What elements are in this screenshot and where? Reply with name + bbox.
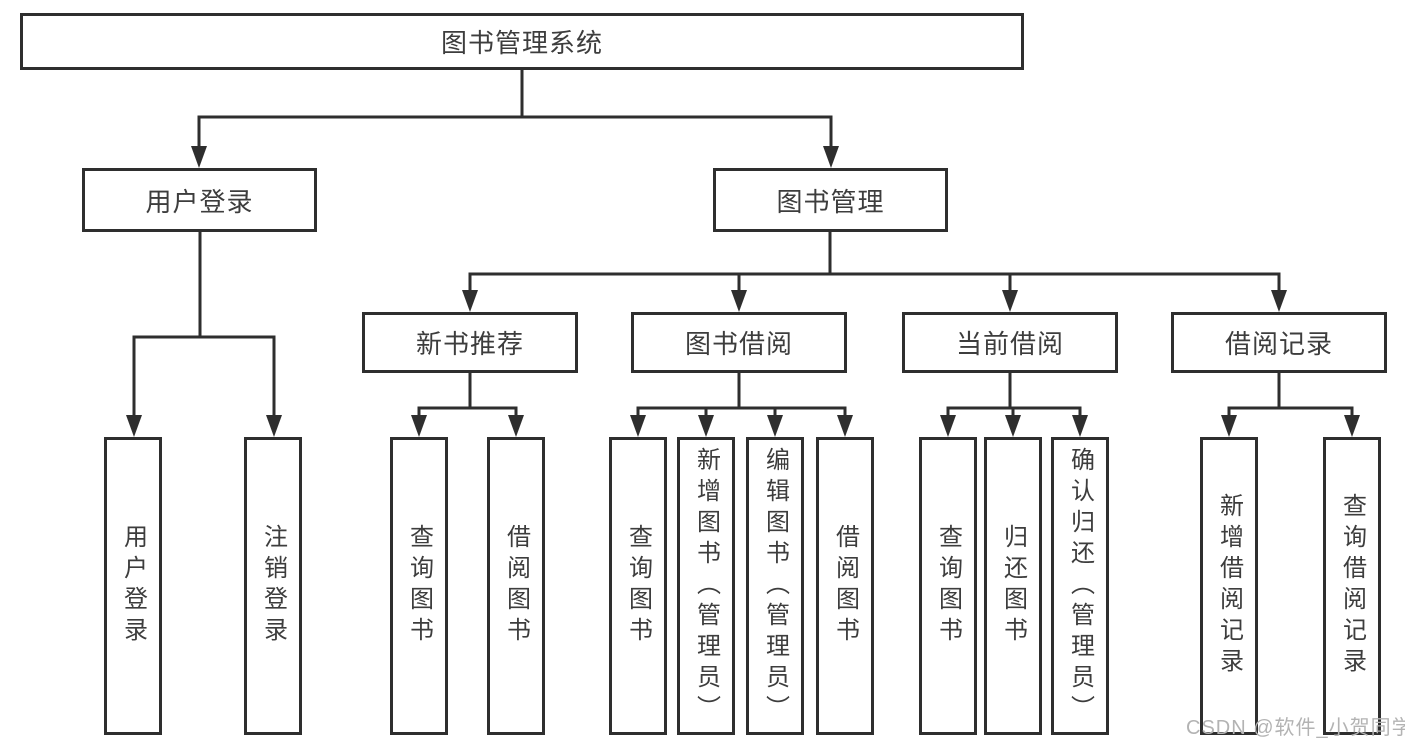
leaf-edit-books-admin: 编辑图书（管理员）	[746, 437, 804, 735]
node-borrow-records: 借阅记录	[1171, 312, 1387, 373]
leaf-borrow-books: 借阅图书	[816, 437, 874, 735]
arrow-down-icon	[1072, 415, 1088, 437]
arrow-down-icon	[698, 415, 714, 437]
arrow-down-icon	[126, 415, 142, 437]
leaf-query-books-recommend: 查询图书	[390, 437, 448, 735]
arrow-down-icon	[191, 146, 207, 168]
node-new-book-recommend: 新书推荐	[362, 312, 578, 373]
leaf-query-borrow-record: 查询借阅记录	[1323, 437, 1381, 735]
arrow-down-icon	[1005, 415, 1021, 437]
node-book-management: 图书管理	[713, 168, 948, 232]
leaf-confirm-return-admin: 确认归还（管理员）	[1051, 437, 1109, 735]
leaf-return-books: 归还图书	[984, 437, 1042, 735]
arrow-down-icon	[731, 290, 747, 312]
arrow-down-icon	[823, 146, 839, 168]
node-book-borrow: 图书借阅	[631, 312, 847, 373]
arrow-down-icon	[1271, 290, 1287, 312]
arrow-down-icon	[411, 415, 427, 437]
arrow-down-icon	[266, 415, 282, 437]
arrow-down-icon	[1344, 415, 1360, 437]
arrow-down-icon	[940, 415, 956, 437]
node-current-borrow: 当前借阅	[902, 312, 1118, 373]
leaf-borrow-books-recommend: 借阅图书	[487, 437, 545, 735]
node-user-login: 用户登录	[82, 168, 317, 232]
watermark: CSDN @软件_小贺同学	[1186, 717, 1405, 739]
arrow-down-icon	[1002, 290, 1018, 312]
arrow-down-icon	[630, 415, 646, 437]
leaf-user-login: 用户登录	[104, 437, 162, 735]
arrowhead-icons	[126, 146, 1360, 437]
arrow-down-icon	[767, 415, 783, 437]
node-root-system: 图书管理系统	[20, 13, 1024, 70]
leaf-query-books-borrow: 查询图书	[609, 437, 667, 735]
leaf-query-books-current: 查询图书	[919, 437, 977, 735]
leaf-add-borrow-record: 新增借阅记录	[1200, 437, 1258, 735]
arrow-down-icon	[508, 415, 524, 437]
leaf-logout: 注销登录	[244, 437, 302, 735]
leaf-add-books-admin: 新增图书（管理员）	[677, 437, 735, 735]
arrow-down-icon	[462, 290, 478, 312]
arrow-down-icon	[1221, 415, 1237, 437]
arrow-down-icon	[837, 415, 853, 437]
